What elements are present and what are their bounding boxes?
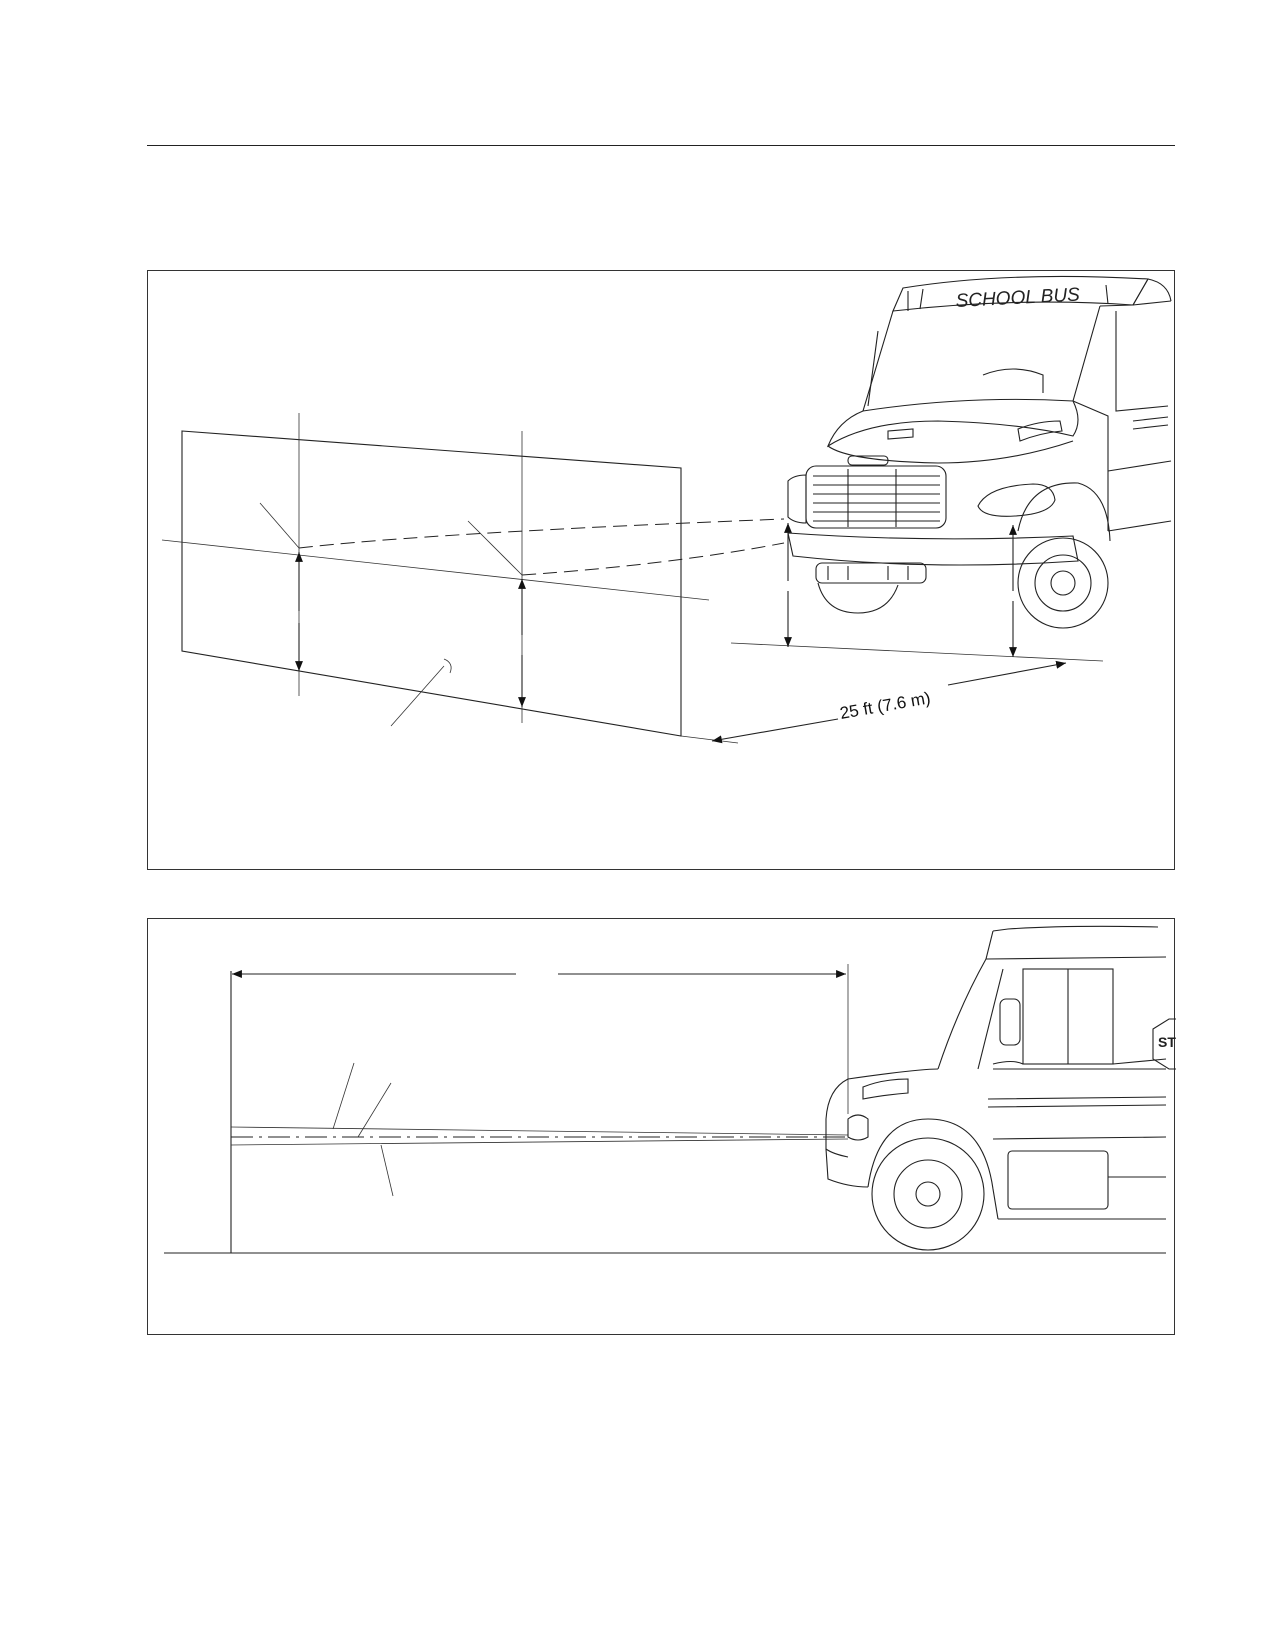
distance-label: 25 ft (7.6 m) <box>838 688 932 723</box>
left-beam-centerline <box>298 518 785 549</box>
beam-side-view-drawing: STO <box>164 925 1176 1254</box>
beam-side-view-figure: STO <box>147 918 1176 1335</box>
header-rule <box>147 145 1175 146</box>
upper-beam-leader <box>332 1062 355 1130</box>
beam-lower-edge <box>230 1138 849 1146</box>
beam-upper-edge <box>230 1126 849 1136</box>
screen-floor-line <box>680 735 739 744</box>
screen-label-hook <box>443 658 452 674</box>
screen-label-leader <box>390 665 445 727</box>
aiming-screen-figure: 25 ft (7.6 m) <box>147 270 1175 870</box>
aiming-screen-drawing: 25 ft (7.6 m) <box>161 275 1172 744</box>
school-bus-front <box>787 275 1172 629</box>
left-hotspot-leader <box>259 502 300 549</box>
bus-ground-line <box>730 642 1104 662</box>
stop-sign-text: STO <box>1158 1034 1176 1050</box>
distance-arrow-right <box>947 660 1067 686</box>
center-beam-leader <box>357 1082 392 1138</box>
aiming-screen <box>181 430 682 737</box>
distance-arrow-left <box>711 718 839 744</box>
right-hotspot-leader <box>467 520 523 576</box>
school-bus-sign: SCHOOL BUS <box>955 285 1080 312</box>
right-beam-centerline <box>521 542 785 576</box>
horizontal-reference-line <box>161 539 710 601</box>
lower-beam-leader <box>380 1144 394 1197</box>
school-bus-side <box>825 925 1176 1251</box>
